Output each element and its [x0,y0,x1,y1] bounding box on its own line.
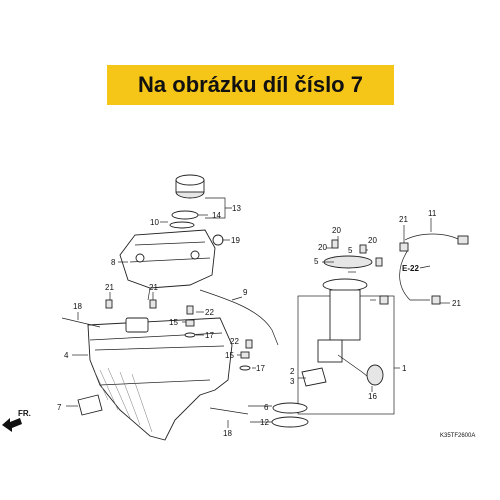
callout: 19 [231,236,240,245]
callout: 18 [223,429,232,438]
callout: 20 [318,243,327,252]
callout: 21 [399,215,408,224]
catalog-code: K35TF2600A [440,433,475,439]
reference-label: E-22 [402,264,419,273]
callout: 20 [332,226,341,235]
fasteners-left [105,299,253,371]
front-label: FR. [18,409,31,418]
rubber-strip-18-bottom [209,407,249,415]
leader-lines [66,197,450,428]
callout: 21 [149,283,158,292]
drain-hose-9 [199,289,279,346]
callout: 4 [64,351,69,360]
pad-part-7 [77,394,103,416]
callout: 11 [428,209,437,218]
callout: 5 [348,246,353,255]
banner-text: Na obrázku díl číslo 7 [138,72,363,97]
callout: 15 [225,351,234,360]
callout: 5 [314,257,319,266]
callout: 12 [260,418,269,427]
screws-20 [331,239,383,267]
callout: 17 [205,331,214,340]
callout: 10 [150,218,159,227]
callout: 7 [57,403,62,412]
rubber-strip-18-top [61,317,101,328]
callout: 1 [402,364,407,373]
fuel-tank [87,317,233,441]
callout: 2 [290,367,295,376]
fuel-cap [169,174,205,229]
front-direction-arrow: FR. [2,409,31,432]
callout: 13 [232,204,241,213]
callout: 20 [368,236,377,245]
callout: 9 [243,288,248,297]
callout-numbers: 13 14 10 19 8 9 18 21 21 22 15 17 4 22 1… [57,204,461,438]
callout: 17 [256,364,265,373]
callout: 18 [73,302,82,311]
callout: 16 [368,392,377,401]
callout: 21 [452,299,461,308]
callout: 22 [205,308,214,317]
callout: 6 [264,403,269,412]
fuel-feed-hose [379,233,469,305]
callout: 21 [105,283,114,292]
callout: 22 [230,337,239,346]
grommet-19 [212,234,224,246]
callout: 14 [212,211,221,220]
callout: 15 [169,318,178,327]
callout: 3 [290,377,295,386]
callout: 8 [111,258,116,267]
fuel-pump-assembly [271,255,395,428]
tank-bracket [119,229,216,301]
part-number-banner: Na obrázku díl číslo 7 [107,65,394,105]
